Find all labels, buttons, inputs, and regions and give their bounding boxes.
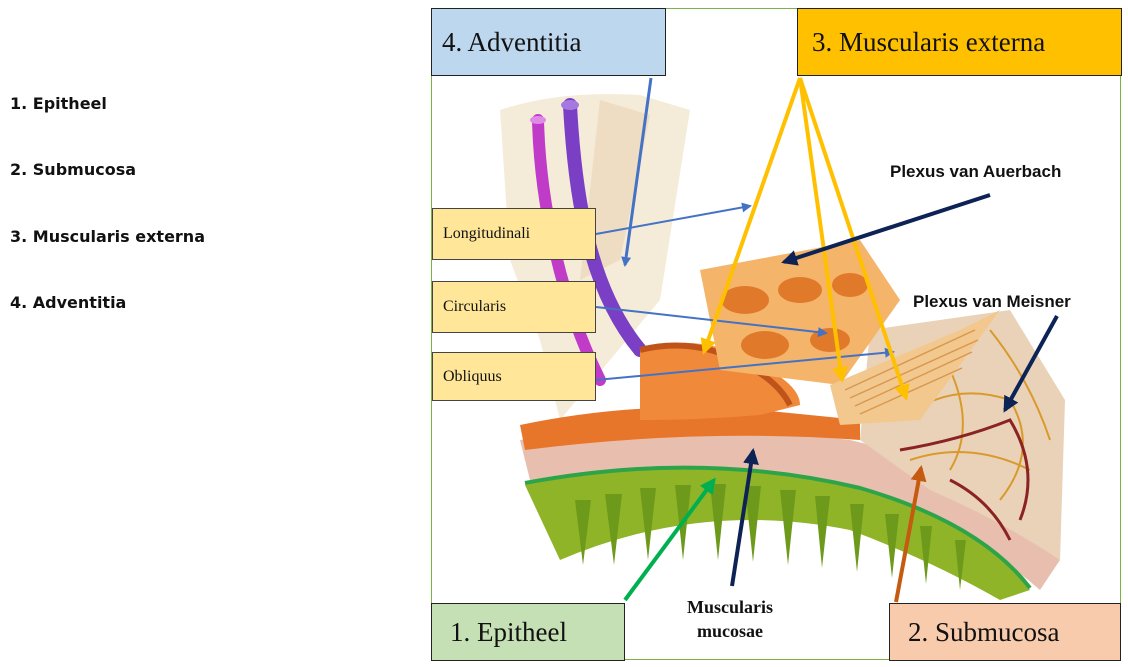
arrow-plexus-auerbach	[784, 195, 990, 262]
longitudinalis-label-box: Longitudinali	[432, 208, 596, 260]
submucosa-box: 2. Submucosa	[889, 603, 1121, 661]
plexus-meisner-label: Plexus van Meisner	[913, 292, 1071, 312]
obliquus-label-box: Obliquus	[432, 352, 596, 401]
adventitia-box: 4. Adventitia	[431, 8, 666, 76]
muscularis-mucosae-label: Muscularis mucosae	[640, 595, 820, 643]
muscularis-externa-box: 3. Muscularis externa	[797, 8, 1122, 76]
plexus-auerbach-label: Plexus van Auerbach	[890, 162, 1061, 182]
circularis-label-box: Circularis	[432, 281, 596, 333]
epitheel-box: 1. Epitheel	[431, 603, 625, 661]
muscularis-mucosae-line2: mucosae	[640, 619, 820, 643]
muscularis-mucosae-line1: Muscularis	[640, 595, 820, 619]
